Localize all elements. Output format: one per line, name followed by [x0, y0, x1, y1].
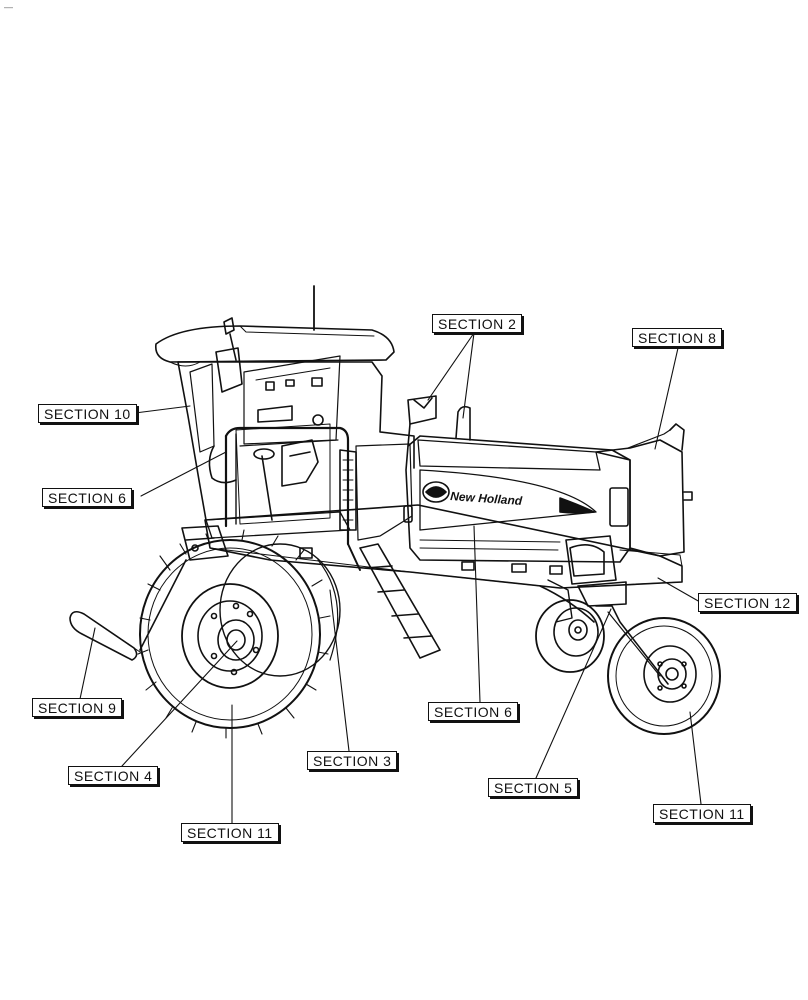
callout-section-2[interactable]: SECTION 2	[432, 314, 523, 333]
handrail	[205, 426, 361, 571]
cab-roof	[154, 285, 395, 367]
access-step	[359, 543, 441, 659]
callout-section-11-front[interactable]: SECTION 11	[181, 823, 279, 842]
callout-section-11-rear[interactable]: SECTION 11	[653, 804, 751, 823]
callout-section-9[interactable]: SECTION 9	[32, 698, 123, 717]
left-caster-wheel	[535, 579, 605, 673]
front-hitch	[139, 525, 229, 651]
callout-section-6-cab[interactable]: SECTION 6	[42, 488, 133, 507]
engine-cowl	[595, 423, 693, 557]
callout-section-6-body[interactable]: SECTION 6	[428, 702, 519, 721]
right-caster-wheel	[607, 617, 721, 735]
callout-section-3[interactable]: SECTION 3	[307, 751, 398, 770]
callout-section-5[interactable]: SECTION 5	[488, 778, 579, 797]
callout-section-10[interactable]: SECTION 10	[38, 404, 137, 423]
callout-section-4[interactable]: SECTION 4	[68, 766, 159, 785]
callout-section-8[interactable]: SECTION 8	[632, 328, 723, 347]
left-drive-wheel	[137, 529, 341, 739]
callout-section-12[interactable]: SECTION 12	[698, 593, 797, 612]
engine-hood	[405, 435, 631, 563]
crop-divider	[69, 610, 141, 661]
caster-mount	[565, 535, 669, 685]
chassis	[204, 504, 683, 589]
mirror	[215, 317, 243, 393]
leader-lines	[79, 332, 702, 824]
corner-mark: —	[4, 2, 13, 12]
brand-logo-text: New Holland	[450, 489, 523, 508]
